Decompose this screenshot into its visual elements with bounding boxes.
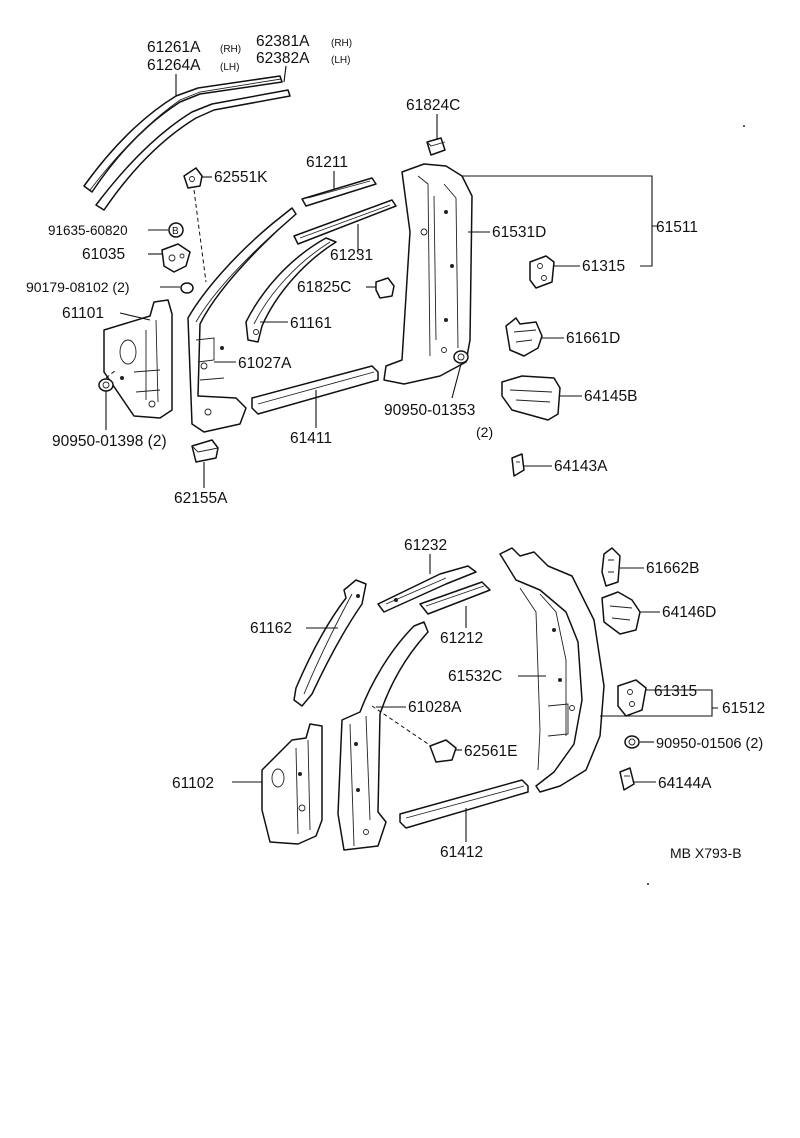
label-62381A-side: (RH) [331,38,352,49]
label-64146D: 64146D [662,604,716,621]
sill-61411 [251,365,379,415]
pillar-61027A [187,207,297,433]
label-61825C: 61825C [297,279,351,296]
pillar-61028A [337,621,429,851]
grommet-90950-01398 [98,378,114,392]
bracket-64144A [619,767,635,791]
bracket-61662B [601,547,621,587]
grommet-90950-01353 [453,350,469,364]
label-61511: 61511 [656,219,698,236]
bracket-64145B [501,375,561,421]
strip-61232 [377,565,477,613]
label-64143A: 64143A [554,458,608,475]
bracket-64143A [511,453,525,477]
label-61264A-side: (LH) [220,62,239,73]
pillar-61532C [499,547,605,793]
bracket-64146D [601,591,641,635]
bolt-91635-60820: B [168,222,184,238]
label-61824C: 61824C [406,97,460,114]
label-61028A: 61028A [408,699,462,716]
strip-61231 [293,199,397,245]
label-61212: 61212 [440,630,483,647]
strip-61212 [419,581,491,615]
strip-61211 [301,177,377,207]
label-61661D: 61661D [566,330,620,347]
label-61411: 61411 [290,430,332,447]
label-62381A: 62381A [256,33,310,50]
label-90950-01353: 90950-01353 [384,402,475,419]
label-61211: 61211 [306,154,348,171]
bracket-61661D [505,317,543,357]
clip-block-61824C [426,137,446,156]
label-91635-60820: 91635-60820 [48,223,128,238]
nut-90179-08102 [180,282,194,294]
label-61101: 61101 [62,305,104,322]
label-61232: 61232 [404,537,447,554]
label-90179-08102: 90179-08102 (2) [26,279,130,295]
label-61315-upper: 61315 [582,258,625,275]
label-90950-01398: 90950-01398 (2) [52,433,167,450]
label-61027A: 61027A [238,355,292,372]
label-61662B: 61662B [646,560,699,577]
leader-lines [105,65,718,842]
pillar-lower-61101 [103,299,173,419]
roof-molding-61261A [83,75,291,211]
plate-61315-lower [617,679,647,717]
label-62382A-side: (LH) [331,55,350,66]
label-64145B: 64145B [584,388,637,405]
diagram-code: MB X793-B [670,845,742,861]
label-61161: 61161 [290,315,332,332]
label-61531D: 61531D [492,224,546,241]
clip-62551K [183,167,203,189]
pillar-61162 [293,579,367,707]
label-61261A-side: (RH) [220,44,241,55]
sill-61412 [399,779,529,829]
label-61102: 61102 [172,775,214,792]
label-62551K: 62551K [214,169,268,186]
label-64144A: 64144A [658,775,712,792]
label-61261A: 61261A [147,39,201,56]
part-labels: 61261A (RH) 61264A (LH) 62381A (RH) 6238… [26,33,765,861]
block-62155A [191,439,219,463]
label-61162: 61162 [250,620,292,637]
label-61532C: 61532C [448,668,502,685]
svg-text:B: B [172,226,179,237]
pillar-lower-61102 [261,723,323,845]
label-62561E: 62561E [464,743,517,760]
label-61264A: 61264A [147,57,201,74]
plate-61315-upper [529,255,555,289]
clip-block-61825C [375,277,395,299]
label-61315-lower: 61315 [654,683,697,700]
bracket-61035 [161,243,191,273]
label-61512: 61512 [722,700,765,717]
clip-62561E [429,739,457,763]
label-62155A: 62155A [174,490,228,507]
label-90950-01353-qty: (2) [476,424,493,440]
grommet-90950-01506 [624,735,640,749]
pillar-61531D [383,163,473,385]
label-62382A: 62382A [256,50,310,67]
label-61035: 61035 [82,246,125,263]
label-61231: 61231 [330,247,373,264]
label-90950-01506: 90950-01506 (2) [656,736,763,752]
reinforcement-61161 [245,237,337,343]
label-61412: 61412 [440,844,483,861]
